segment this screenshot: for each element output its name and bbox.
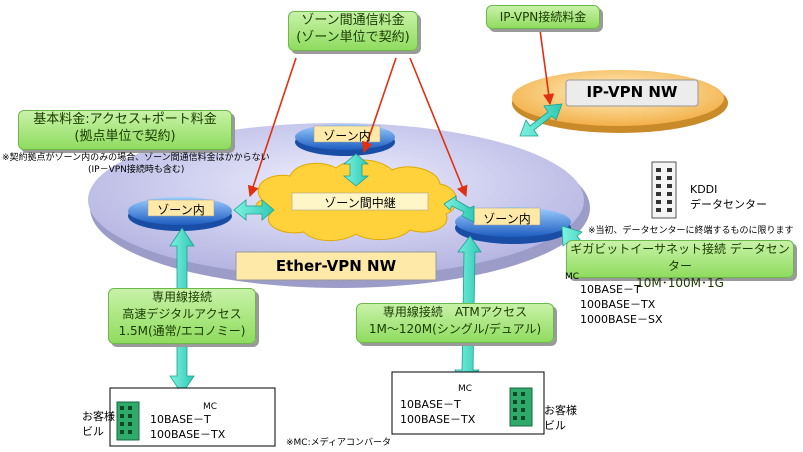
contract-note-line1: ※契約拠点がゾーン内のみの場合、ゾーン間通信料金はかからない xyxy=(2,153,270,163)
datacenter-note: ※当初、データセンターに終端するものに限ります xyxy=(588,226,794,236)
leased-mid-line1: 専用線接続 ATMアクセス xyxy=(382,305,528,319)
mc-left-label: MC xyxy=(203,402,218,412)
zone-relay-label: ゾーン間中継 xyxy=(324,196,396,210)
contract-note-line2: (IP－VPN接続時も含む) xyxy=(88,165,185,175)
zone-top-to-cloud-arrow xyxy=(342,153,370,187)
zone-fee-box: ゾーン間通信料金 (ゾーン単位で契約) xyxy=(288,11,418,51)
customer-mid-line1: お客様 xyxy=(544,404,577,417)
leased-left-line1: 専用線接続 xyxy=(151,290,212,304)
customer-left-line1: お客様 xyxy=(82,410,115,423)
base-fee-line2: (拠点単位で契約) xyxy=(74,129,176,144)
customer-building-mid-icon xyxy=(509,387,533,427)
kddi-datacenter-icon xyxy=(651,161,677,219)
left-spec-line2: 100BASE－TX xyxy=(150,428,226,441)
customer-building-left-icon xyxy=(116,401,140,441)
zone-fee-arrows xyxy=(247,29,555,198)
mid-spec-line1: 10BASE－T xyxy=(400,398,461,411)
base-fee-line1: 基本料金:アクセス+ポート料金 xyxy=(33,112,217,127)
leased-mid-line2: 1M～120M(シングル/デュアル) xyxy=(368,322,542,336)
base-fee-box: 基本料金:アクセス+ポート料金 (拠点単位で契約) xyxy=(18,110,232,150)
left-spec-line1: 10BASE－T xyxy=(150,413,211,426)
ipvpn-link-arrow xyxy=(519,103,563,137)
gigabit-box: ギガビットイーサネット接続 データセンター 10M･100M･1G xyxy=(566,240,794,290)
ipvpn-nw-label: IP-VPN NW xyxy=(586,83,678,101)
zone-top-label: ゾーン内 xyxy=(323,129,371,143)
kddi-label-line2: データセンター xyxy=(690,198,767,211)
mc-footnote: ※MC:メディアコンバータ xyxy=(286,438,391,448)
zone-left-label: ゾーン内 xyxy=(157,203,205,217)
zone-disc-right xyxy=(455,207,571,244)
ether-vpn-label-box xyxy=(235,251,437,281)
mc-mid-label: MC xyxy=(458,384,473,394)
mc-right-label: MC xyxy=(565,272,580,282)
zone-left-to-cloud-arrow xyxy=(233,199,275,221)
ipvpn-fee-box: IP-VPN接続料金 xyxy=(486,5,600,29)
right-spec-line3: 1000BASE－SX xyxy=(580,313,663,326)
ipvpn-fee-label: IP-VPN接続料金 xyxy=(499,10,587,24)
right-spec-line2: 100BASE－TX xyxy=(580,298,656,311)
leased-left-line3: 1.5M(通常/エコノミー) xyxy=(118,324,246,338)
leased-mid-box: 専用線接続 ATMアクセス 1M～120M(シングル/デュアル) xyxy=(356,303,554,343)
customer-left-line2: ビル xyxy=(82,425,104,438)
customer-mid-line2: ビル xyxy=(544,419,566,432)
gigabit-line1: ギガビットイーサネット接続 データセンター xyxy=(570,242,790,273)
zone-fee-line2: (ゾーン単位で契約) xyxy=(296,30,410,45)
ip-vpn-platform xyxy=(512,70,728,133)
zone-disc-left xyxy=(128,197,232,231)
zone-fee-line1: ゾーン間通信料金 xyxy=(301,13,405,28)
gigabit-line2: 10M･100M･1G xyxy=(636,276,724,290)
zone-right-to-cloud-arrow xyxy=(443,195,475,223)
kddi-label-line1: KDDI xyxy=(690,183,718,196)
mid-spec-line2: 100BASE－TX xyxy=(400,413,476,426)
right-spec-line1: 10BASE－T xyxy=(580,283,641,296)
ether-vpn-label: Ether-VPN NW xyxy=(275,257,397,275)
leased-left-box: 専用線接続 高速デジタルアクセス 1.5M(通常/エコノミー) xyxy=(108,288,256,344)
zone-right-label: ゾーン内 xyxy=(483,212,531,226)
leased-left-line2: 高速デジタルアクセス xyxy=(122,307,242,321)
relay-cloud xyxy=(255,159,457,241)
